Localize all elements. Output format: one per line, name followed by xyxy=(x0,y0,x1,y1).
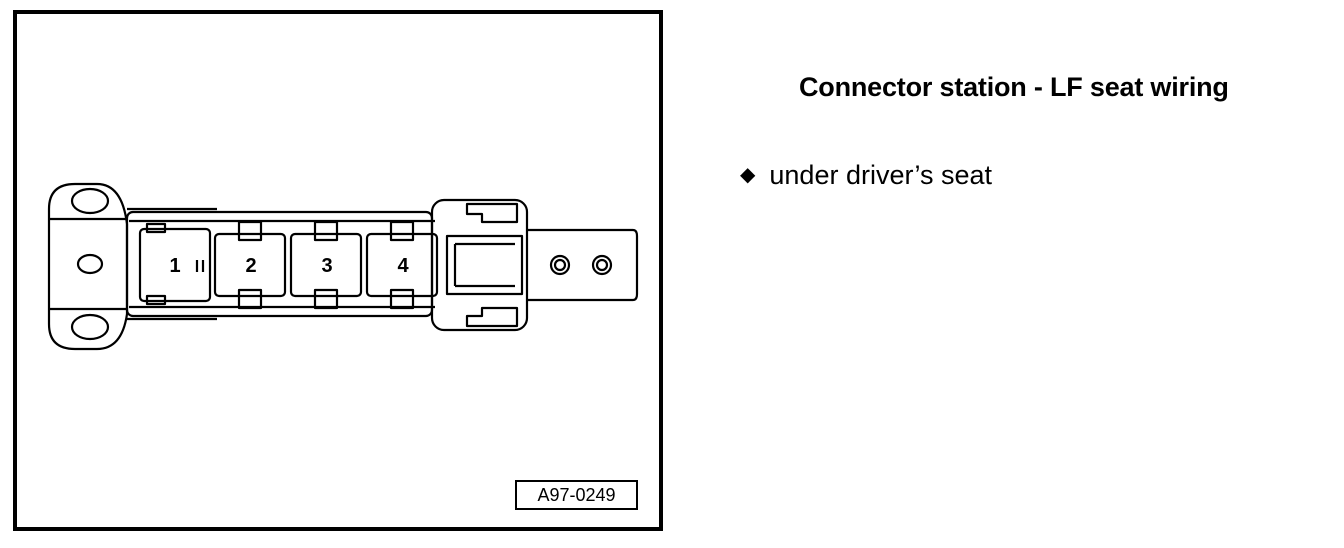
pin-label-2: 2 xyxy=(245,255,256,277)
chamber-1 xyxy=(138,227,212,303)
page-title: Connector station - LF seat wiring xyxy=(799,72,1229,102)
figure-id-label: A97-0249 xyxy=(515,480,638,510)
chamber-3 xyxy=(289,232,363,298)
mounting-bracket xyxy=(47,182,129,351)
bracket-hole-middle xyxy=(76,253,104,275)
pin-label-1: 1 xyxy=(169,255,180,277)
note-text: under driver’s seat xyxy=(769,160,993,190)
plug-body xyxy=(430,198,529,332)
note-item: ◆ under driver’s seat xyxy=(740,160,992,191)
tab-hole-right xyxy=(591,254,613,276)
mounting-tab xyxy=(527,228,639,302)
pin-label-4: 4 xyxy=(397,255,409,277)
chamber-4 xyxy=(365,232,439,298)
bracket-hole-top xyxy=(70,187,110,215)
bracket-hole-bottom xyxy=(70,313,110,341)
chamber-2 xyxy=(213,232,287,298)
diamond-bullet-icon: ◆ xyxy=(740,164,756,186)
tab-hole-left xyxy=(549,254,571,276)
figure-frame: 1 2 3 4 A97-0249 xyxy=(13,10,663,531)
connector-station-drawing: 1 2 3 4 xyxy=(47,182,639,351)
pin-label-3: 3 xyxy=(321,255,332,277)
